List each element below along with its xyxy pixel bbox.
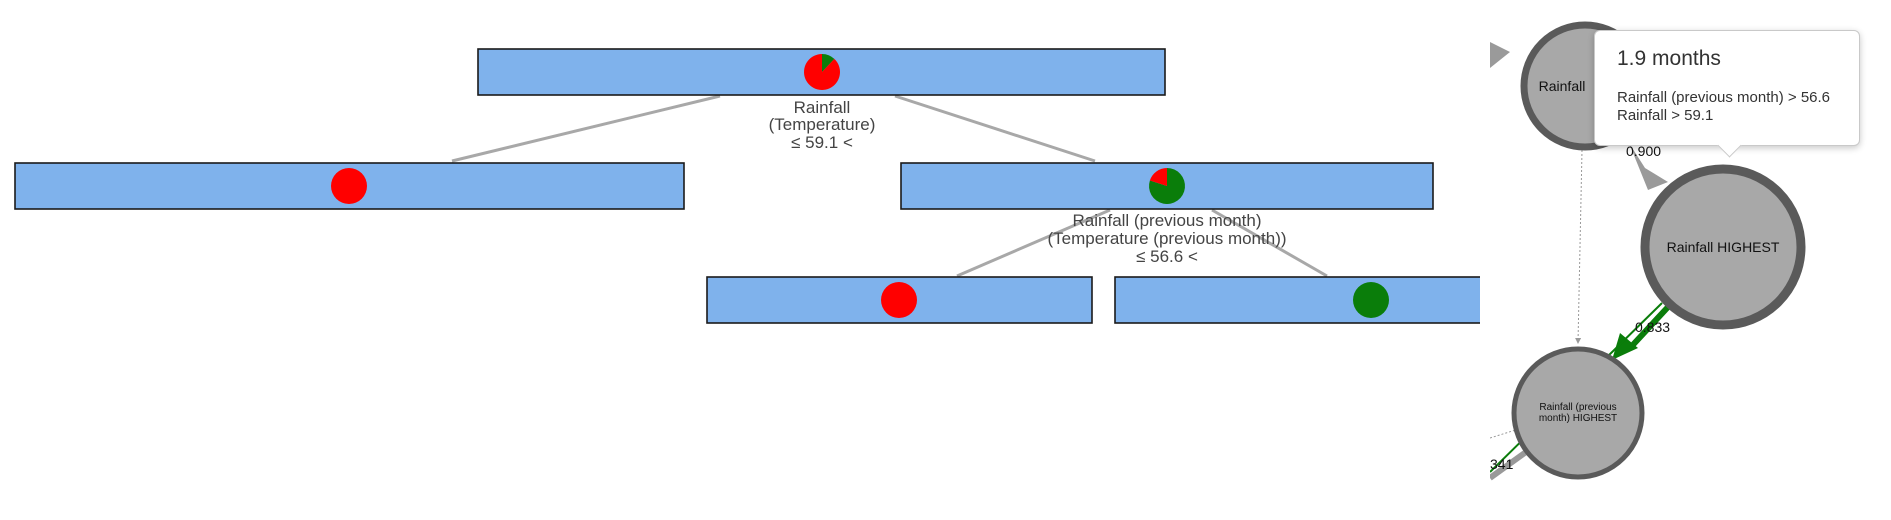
- split-alt-feature: (Temperature (previous month)): [1047, 229, 1286, 248]
- graph-node-rainfall-prev-highest[interactable]: Rainfall (previous month) HIGHEST: [1511, 346, 1645, 480]
- split-label-root: Rainfall (Temperature) ≤ 59.1 <: [769, 98, 876, 152]
- pie-slice-green: [822, 54, 835, 72]
- node-circle[interactable]: [1511, 346, 1645, 480]
- graph-edge-arrowhead: [1612, 333, 1638, 360]
- node-circle[interactable]: [1640, 164, 1806, 330]
- graph-edge: [1490, 449, 1528, 481]
- edge-right-rightleft: [956, 208, 1111, 278]
- incoming-edge-arrow: [1490, 42, 1510, 68]
- edge-weight-label: 0.900: [1626, 143, 1661, 159]
- split-alt-feature: (Temperature): [769, 115, 876, 134]
- pie-chart-icon: [881, 282, 917, 318]
- split-threshold: ≤ 56.6 <: [1136, 247, 1198, 266]
- tooltip-condition: Rainfall (previous month) > 56.6: [1617, 89, 1831, 106]
- pie-slice-red: [804, 54, 840, 90]
- pie-slice-green: [1353, 282, 1389, 318]
- tooltip-condition: Rainfall > 59.1: [1617, 107, 1714, 124]
- edge-root-left: [451, 94, 721, 163]
- pie-chart-icon: [1353, 282, 1389, 318]
- graph-edge: [1629, 143, 1668, 190]
- graph-edge: [1575, 149, 1583, 344]
- graph-edge: [1490, 427, 1523, 439]
- edge-right-rightright: [1211, 208, 1328, 278]
- tooltip-title: 1.9 months: [1617, 47, 1721, 70]
- node-tooltip: 1.9 months Rainfall (previous month) > 5…: [1594, 30, 1860, 146]
- split-feature: Rainfall (previous month): [1073, 211, 1262, 230]
- pie-chart-icon: [804, 54, 840, 90]
- pie-slice-red: [331, 168, 367, 204]
- pie-chart-icon: [331, 168, 367, 204]
- edge-root-right: [894, 94, 1096, 163]
- graph-edge-strong: [1627, 304, 1671, 351]
- pie-chart-icon: [1148, 168, 1185, 204]
- tree-node-right-right[interactable]: [1114, 276, 1480, 324]
- tree-edges: [451, 94, 1328, 278]
- split-label-right: Rainfall (previous month) (Temperature (…: [1047, 211, 1286, 266]
- node-label: Rainfall: [1539, 78, 1586, 94]
- pie-slice-red: [1149, 168, 1167, 186]
- network-graph: Rainfall Rainfall HIGHEST Rainfall (prev…: [1490, 21, 1806, 481]
- node-label: Rainfall (previous: [1539, 402, 1616, 413]
- decision-tree: Rainfall (Temperature) ≤ 59.1 < Rainfall…: [14, 48, 1480, 324]
- node-label: month) HIGHEST: [1539, 413, 1617, 424]
- graph-node-rainfall-highest[interactable]: Rainfall HIGHEST: [1640, 164, 1806, 330]
- node-label: Rainfall HIGHEST: [1667, 239, 1780, 255]
- edge-weight-label: 0.833: [1635, 319, 1670, 335]
- pie-slice-red: [881, 282, 917, 318]
- split-feature: Rainfall: [794, 98, 851, 117]
- edge-weight-label: 341: [1490, 456, 1514, 472]
- split-threshold: ≤ 59.1 <: [791, 133, 853, 152]
